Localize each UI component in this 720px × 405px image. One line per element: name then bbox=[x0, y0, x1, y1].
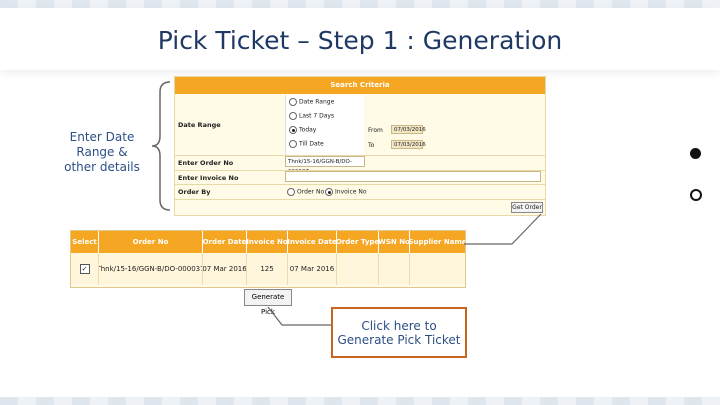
search-criteria-panel: Search Criteria Date Range Date Range La… bbox=[174, 76, 546, 216]
callout-line: Generate Pick Ticket bbox=[337, 332, 461, 347]
get-order-button[interactable]: Get Order bbox=[511, 202, 543, 213]
order-no-label: Enter Order No bbox=[178, 159, 234, 167]
column-header: Order No bbox=[99, 231, 203, 253]
radio-date-range[interactable]: Date Range bbox=[289, 98, 334, 106]
wsn-no-cell bbox=[379, 253, 410, 285]
column-header: Invoice Date bbox=[288, 231, 337, 253]
radio-order-by-invoice-no[interactable]: Invoice No bbox=[325, 188, 367, 196]
invoice-no-cell: 125 bbox=[247, 253, 288, 285]
order-no-cell: Thnk/15-16/GGN-B/DO-000037 bbox=[99, 253, 203, 285]
filled-bullet-icon bbox=[690, 148, 701, 159]
radio-label: Today bbox=[299, 126, 317, 134]
column-header: Order Type bbox=[337, 231, 379, 253]
radio-icon bbox=[289, 112, 297, 120]
invoice-date-cell: 07 Mar 2016 bbox=[288, 253, 337, 285]
radio-icon bbox=[289, 140, 297, 148]
left-annotation-line: other details bbox=[64, 160, 140, 174]
order-date-cell: 07 Mar 2016 bbox=[203, 253, 247, 285]
radio-selected-icon bbox=[289, 126, 297, 134]
column-header: Supplier Name bbox=[410, 238, 465, 246]
radio-icon bbox=[287, 188, 295, 196]
divider bbox=[175, 155, 545, 156]
radio-selected-icon bbox=[325, 188, 333, 196]
invoice-no-input[interactable] bbox=[285, 171, 541, 182]
divider bbox=[175, 184, 545, 185]
callout-line: Click here to bbox=[361, 318, 437, 333]
top-decor-band bbox=[0, 0, 720, 8]
radio-label: Date Range bbox=[299, 98, 335, 106]
radio-label: Last 7 Days bbox=[299, 112, 335, 120]
title-bar bbox=[0, 8, 720, 70]
results-table: Select Order No Order Date Invoice No In… bbox=[70, 230, 466, 288]
radio-today[interactable]: Today bbox=[289, 126, 316, 134]
to-date-input[interactable]: 07/03/2016 bbox=[391, 140, 426, 149]
select-cell: ✓ bbox=[71, 253, 99, 285]
hollow-bullet-icon bbox=[690, 189, 702, 201]
order-by-label: Order By bbox=[178, 188, 211, 196]
radio-till-date[interactable]: Till Date bbox=[289, 140, 324, 148]
divider bbox=[175, 199, 545, 200]
radio-last-7-days[interactable]: Last 7 Days bbox=[289, 112, 334, 120]
brace-icon bbox=[151, 81, 171, 211]
left-annotation-line: Enter Date bbox=[69, 130, 135, 144]
date-range-label: Date Range bbox=[178, 121, 221, 129]
left-annotation-line: Range & bbox=[76, 145, 128, 159]
radio-label: Invoice No bbox=[335, 188, 367, 196]
from-label: From bbox=[368, 127, 383, 134]
date-range-radio-group: Date Range Last 7 Days Today Till Date bbox=[285, 95, 364, 155]
column-header: Invoice No bbox=[247, 231, 288, 253]
select-checkbox[interactable]: ✓ bbox=[79, 264, 90, 274]
from-date-input[interactable]: 07/03/2016 bbox=[391, 125, 426, 134]
radio-icon bbox=[289, 98, 297, 106]
order-type-cell bbox=[337, 253, 379, 285]
column-header: Select bbox=[71, 231, 99, 253]
bottom-decor-band bbox=[0, 397, 720, 405]
radio-order-by-order-no[interactable]: Order No bbox=[287, 188, 324, 196]
column-header: Order Date bbox=[203, 231, 247, 253]
table-row: ✓ Thnk/15-16/GGN-B/DO-000037 07 Mar 2016… bbox=[71, 253, 465, 285]
left-annotation: Enter Date Range & other details bbox=[58, 130, 146, 175]
order-no-input[interactable]: Thnk/15-16/GGN-B/DO-000037 bbox=[285, 156, 365, 175]
column-header: WSN No bbox=[379, 231, 410, 253]
divider bbox=[175, 170, 545, 171]
slide-title: Pick Ticket – Step 1 : Generation bbox=[157, 26, 563, 55]
invoice-no-label: Enter Invoice No bbox=[178, 174, 239, 182]
radio-label: Till Date bbox=[299, 140, 324, 148]
search-criteria-header: Search Criteria bbox=[175, 77, 545, 94]
radio-label: Order No bbox=[297, 188, 325, 196]
generate-pick-button[interactable]: Generate Pick bbox=[244, 289, 292, 316]
to-label: To bbox=[368, 142, 375, 149]
callout-box: Click here to Generate Pick Ticket bbox=[331, 307, 467, 358]
supplier-name-cell bbox=[410, 253, 465, 285]
results-header-row: Select Order No Order Date Invoice No In… bbox=[71, 231, 465, 253]
